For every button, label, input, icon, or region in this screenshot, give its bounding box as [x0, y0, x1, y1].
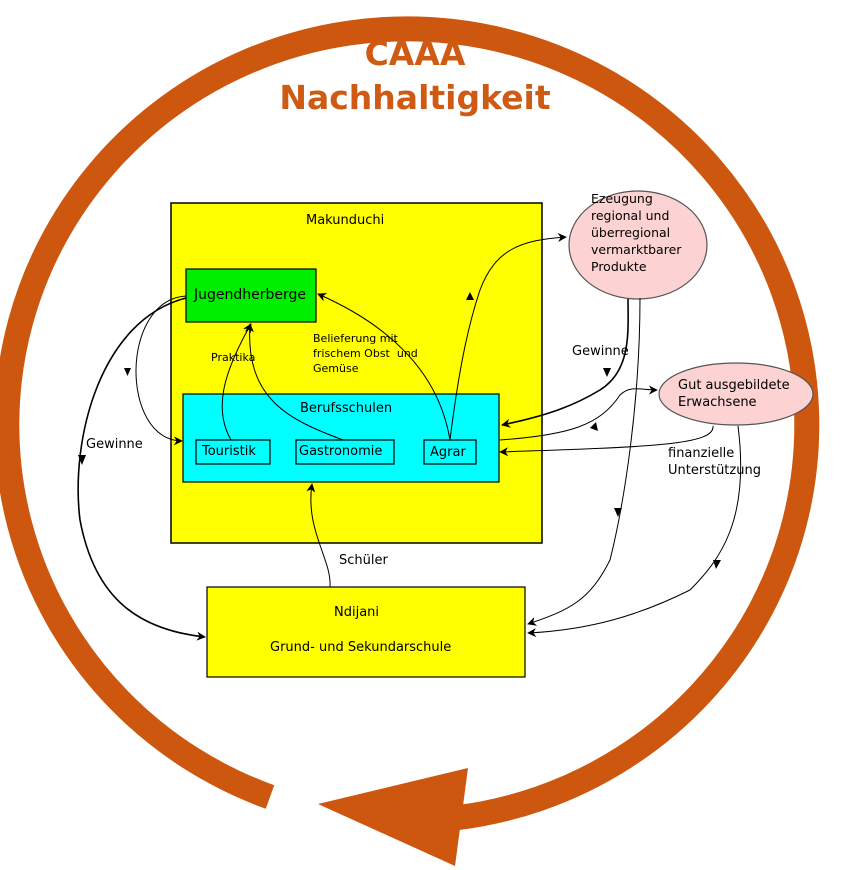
agrar-label: Agrar — [430, 445, 466, 460]
mark-erwachsene-mid — [590, 422, 598, 431]
erzeugung-label: Ezeugung regional und überregional verma… — [591, 191, 682, 274]
edge-label-finanzielle: finanzielle Unterstützung — [668, 446, 761, 478]
berufsschulen-label: Berufsschulen — [300, 401, 393, 416]
gastronomie-label: Gastronomie — [299, 444, 383, 459]
cycle-ring — [0, 16, 820, 831]
touristik-box — [195, 439, 271, 465]
arrow-jugendherberge-to-berufsschulen — [135, 295, 187, 446]
title-line-caaa: CAAA — [364, 34, 466, 73]
edge-label-praktika: Praktika — [211, 351, 256, 364]
mark-gewinne-left — [78, 455, 86, 465]
arrow-erwachsene-to-ndijani — [527, 425, 742, 638]
edge-label-gewinne-left: Gewinne — [86, 437, 143, 452]
arrow-touristik-to-jugendherberge — [221, 323, 252, 441]
arrow-erzeugung-to-ndijani — [527, 297, 641, 626]
mark-left-loop — [124, 368, 131, 376]
agrar-box — [423, 439, 477, 465]
arrow-jugendherberge-to-ndijani — [77, 297, 206, 641]
jugendherberge-label: Jugendherberge — [194, 287, 307, 303]
makunduchi-label: Makunduchi — [306, 213, 385, 228]
ndijani-box — [206, 586, 526, 678]
erwachsene-label: Gut ausgebildete Erwachsene — [678, 378, 790, 410]
edge-label-belieferung: Belieferung mit frischem Obst und Gemüse — [313, 332, 418, 375]
touristik-label: Touristik — [202, 444, 256, 459]
cycle-arrowhead — [318, 768, 468, 866]
arrow-gastronomie-to-jugendherberge — [244, 323, 344, 441]
ndijani-label: Ndijani — [334, 605, 380, 620]
makunduchi-box — [170, 202, 543, 544]
title-line-nachhaltigkeit: Nachhaltigkeit — [279, 78, 551, 117]
ndijani-subtitle: Grund- und Sekundarschule — [270, 640, 452, 655]
arrow-ndijani-to-berufsschulen — [306, 483, 331, 588]
edge-label-schueler: Schüler — [339, 553, 388, 568]
arrow-agrar-to-jugendherberge — [317, 293, 451, 441]
arrow-agrar-to-erzeugung — [449, 233, 567, 441]
edge-label-gewinne-right: Gewinne — [572, 344, 629, 359]
mark-erzeugung-down — [614, 508, 622, 517]
erzeugung-bubble — [568, 190, 708, 300]
gastronomie-box — [295, 439, 395, 465]
mark-erwachsene-down — [713, 560, 721, 569]
mark-agrar-up — [466, 292, 474, 300]
jugendherberge-box — [185, 268, 317, 323]
berufsschulen-box — [182, 393, 500, 483]
arrow-berufsschulen-to-erwachsene — [499, 385, 658, 441]
erwachsene-bubble — [658, 362, 814, 426]
arrow-erzeugung-to-berufsschulen — [501, 298, 629, 428]
mark-gewinne-right — [603, 368, 611, 377]
arrow-erwachsene-to-berufsschulen — [499, 425, 714, 457]
